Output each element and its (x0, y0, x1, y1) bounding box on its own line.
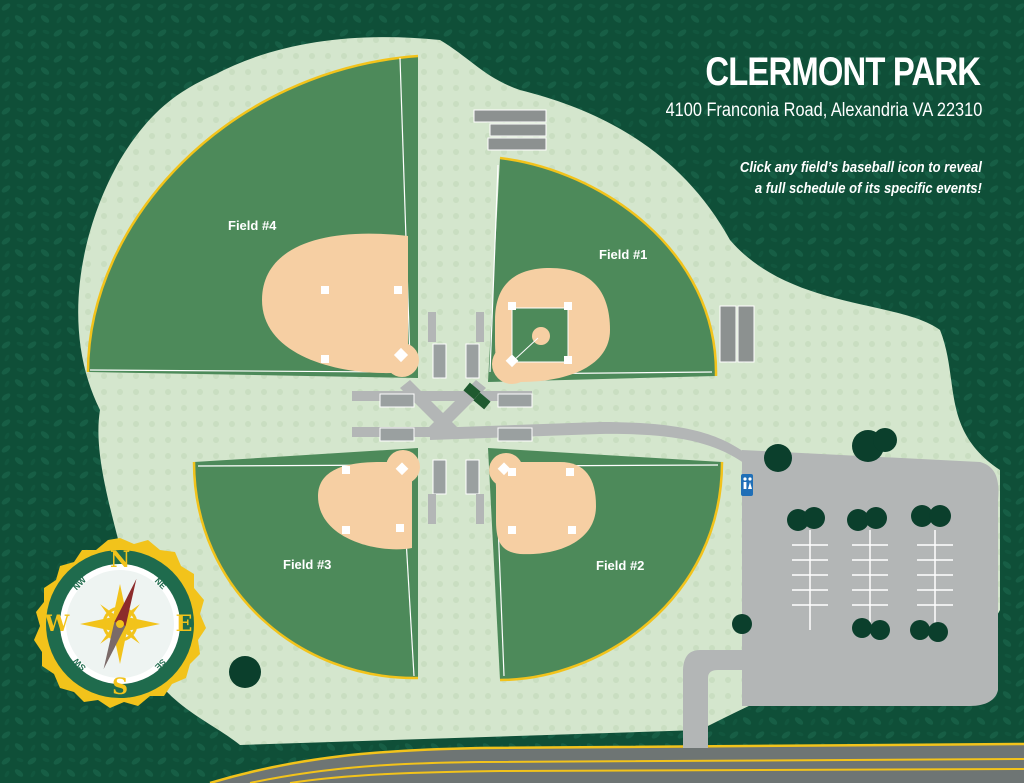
compass-rose: N S E W NE NW SE SW (34, 538, 206, 708)
field-3[interactable] (192, 448, 420, 680)
instructions-text: Click any field’s baseball icon to revea… (740, 158, 982, 200)
park-title: CLERMONT PARK (705, 50, 981, 94)
park-address: 4100 Franconia Road, Alexandria VA 22310 (665, 100, 982, 121)
compass-west: W (44, 611, 70, 637)
trees (229, 428, 951, 688)
bleachers (379, 312, 533, 524)
field-2[interactable] (488, 448, 724, 682)
field-4-label: Field #4 (228, 218, 277, 233)
compass-north: N (110, 547, 130, 573)
main-road (209, 742, 1024, 783)
field-2-label: Field #2 (596, 558, 644, 573)
field-4[interactable] (86, 54, 419, 378)
instructions-line-1: Click any field’s baseball icon to revea… (739, 160, 982, 176)
field-1-label: Field #1 (599, 247, 647, 262)
compass-east: E (176, 611, 193, 637)
storage-sheds (463, 109, 755, 410)
field-1[interactable] (488, 156, 718, 384)
field-3-label: Field #3 (283, 557, 331, 572)
compass-south: S (112, 674, 128, 700)
instructions-line-2: a full schedule of its specific events! (755, 181, 982, 197)
restroom-icon[interactable] (741, 474, 753, 496)
